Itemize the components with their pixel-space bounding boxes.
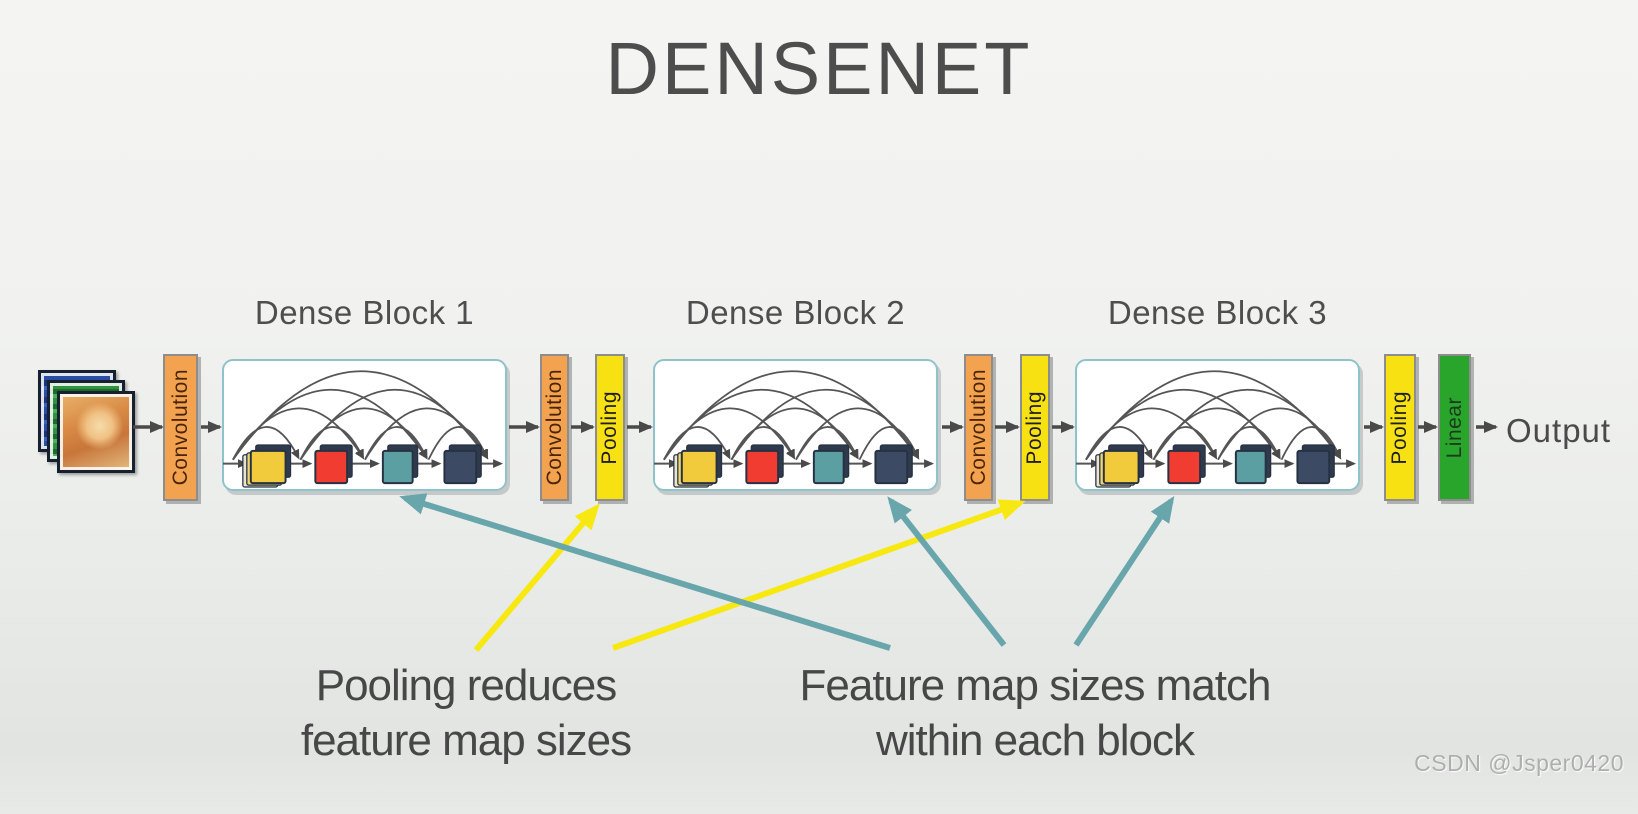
conv-layer-3-label: Convolution (966, 369, 990, 486)
caption-feature-map-match-line2: within each block (875, 716, 1195, 765)
input-image-cat (57, 391, 135, 473)
caption-pooling-reduces: Pooling reduces feature map sizes (166, 658, 766, 768)
conv-layer-1-label: Convolution (168, 369, 192, 486)
annotation-arrow-teal-2 (887, 496, 1007, 647)
conv-layer-2-label: Convolution (542, 369, 566, 486)
slide-title: DENSENET (605, 27, 1033, 110)
input-image-stack (38, 368, 138, 480)
dense-block-2 (653, 359, 938, 491)
pooling-layer-1: Pooling (595, 354, 625, 501)
pooling-layer-1-label: Pooling (598, 390, 621, 465)
annotation-arrow-yellow-1 (473, 503, 600, 652)
caption-pooling-reduces-line2: feature map sizes (300, 716, 632, 765)
dense-block-3-label: Dense Block 3 (1107, 294, 1328, 331)
conv-layer-3: Convolution (964, 354, 993, 501)
conv-layer-1: Convolution (163, 354, 198, 501)
annotation-arrow-teal-3 (1073, 495, 1175, 647)
pooling-layer-2-label: Pooling (1023, 390, 1046, 465)
output-label: Output (1506, 412, 1612, 449)
linear-layer-label: Linear (1442, 396, 1466, 459)
dense-block-1-label: Dense Block 1 (254, 294, 475, 331)
pooling-layer-3-label: Pooling (1388, 390, 1411, 465)
dense-block-3 (1075, 359, 1360, 491)
caption-pooling-reduces-line1: Pooling reduces (315, 661, 618, 710)
conv-layer-2: Convolution (540, 354, 569, 501)
caption-feature-map-match-line1: Feature map sizes match (799, 661, 1272, 710)
pooling-layer-3: Pooling (1384, 354, 1416, 501)
annotation-arrow-teal-1 (399, 493, 891, 651)
watermark: CSDN @Jsper0420 (1414, 750, 1624, 776)
pooling-layer-2: Pooling (1020, 354, 1050, 501)
linear-layer: Linear (1438, 354, 1471, 501)
annotation-arrow-yellow-2 (611, 499, 1026, 651)
dense-block-1 (222, 359, 507, 491)
caption-feature-map-match: Feature map sizes match within each bloc… (735, 658, 1335, 768)
dense-block-2-label: Dense Block 2 (685, 294, 906, 331)
